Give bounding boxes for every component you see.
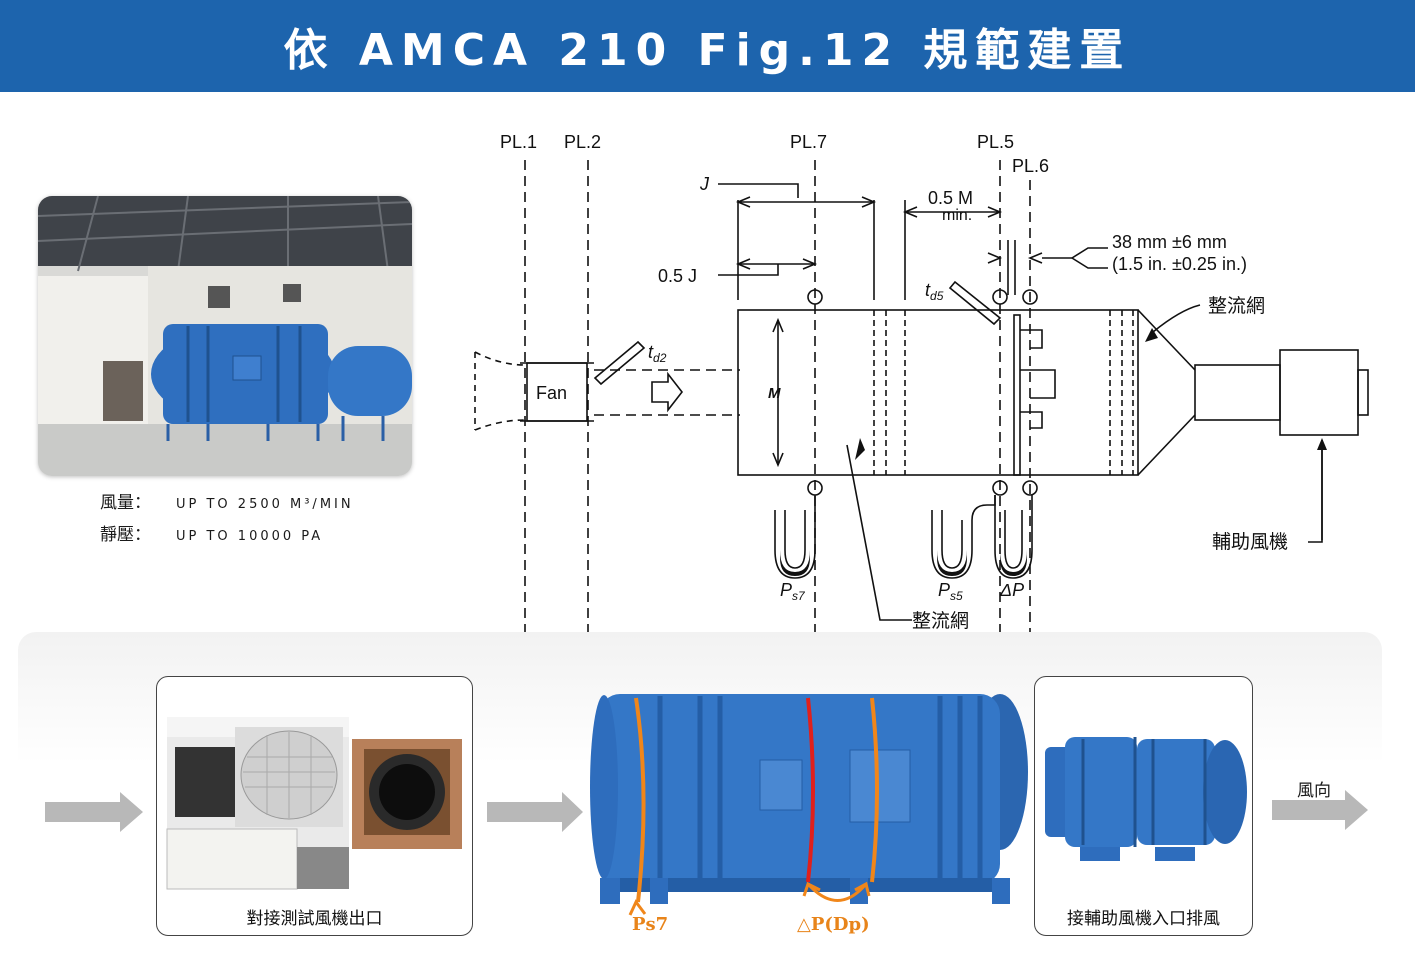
- plane-label-pl5: PL.5: [977, 132, 1014, 152]
- spec-row-pressure: 靜壓： up to 10000 Pa: [100, 520, 354, 552]
- ps5-label: Ps5: [938, 580, 963, 603]
- spec-label-airflow: 風量：: [100, 493, 151, 513]
- dim-label-half-j: 0.5 J: [658, 266, 697, 286]
- plane-label-pl1: PL.1: [500, 132, 537, 152]
- spec-label-pressure: 靜壓：: [100, 525, 151, 545]
- ps7-label: Ps7: [780, 580, 806, 603]
- spec-row-airflow: 風量： up to 2500 m³/min: [100, 488, 354, 520]
- spec-list: 風量： up to 2500 m³/min 靜壓： up to 10000 Pa: [100, 488, 354, 552]
- plane-label-pl2: PL.2: [564, 132, 601, 152]
- ps7-ring-label: Ps7: [632, 914, 669, 935]
- plane-label-pl7: PL.7: [790, 132, 827, 152]
- aux-fan-card: 接輔助風機入口排風: [1034, 676, 1253, 936]
- fan-label: Fan: [536, 383, 567, 403]
- header-banner: 依 AMCA 210 Fig.12 規範建置: [0, 0, 1415, 92]
- dim-label-half-m: 0.5 M: [928, 188, 973, 208]
- test-fan-outlet-photos: [166, 717, 462, 890]
- td2-label: td2: [648, 342, 667, 365]
- flow-direction-label: 風向: [1297, 781, 1331, 801]
- aux-fan-caption: 接輔助風機入口排風: [1067, 909, 1220, 929]
- facility-photo: [38, 196, 412, 476]
- test-fan-outlet-caption: 對接測試風機出口: [246, 909, 383, 929]
- amca-schematic: PL.1 PL.2 PL.7 PL.5 PL.6 J 0.5 J 0.5 M m…: [474, 132, 1369, 640]
- tolerance-in: (1.5 in. ±0.25 in.): [1112, 254, 1247, 274]
- test-fan-outlet-card: 對接測試風機出口: [156, 676, 473, 936]
- straightener-label-right: 整流網: [1208, 295, 1265, 317]
- duct-rendering: [45, 694, 1368, 916]
- td5-label: td5: [925, 280, 944, 303]
- spec-value-airflow: up to 2500 m³/min: [176, 497, 354, 512]
- aux-fan-photo: [1045, 737, 1247, 861]
- dim-label-m: M: [768, 385, 781, 402]
- spec-value-pressure: up to 10000 Pa: [176, 529, 324, 544]
- flow-arrow-group: [45, 790, 1368, 832]
- plane-label-pl6: PL.6: [1012, 156, 1049, 176]
- aux-fan-label: 輔助風機: [1212, 531, 1288, 553]
- dim-label-min: min.: [942, 207, 972, 224]
- dp-ring-label: △P(Dp): [797, 914, 870, 935]
- dp-label: ΔP: [999, 580, 1024, 600]
- dim-label-j: J: [699, 174, 710, 194]
- straightener-label-bottom: 整流網: [912, 610, 969, 632]
- page-title: 依 AMCA 210 Fig.12 規範建置: [283, 25, 1132, 76]
- tolerance-mm: 38 mm ±6 mm: [1112, 232, 1227, 252]
